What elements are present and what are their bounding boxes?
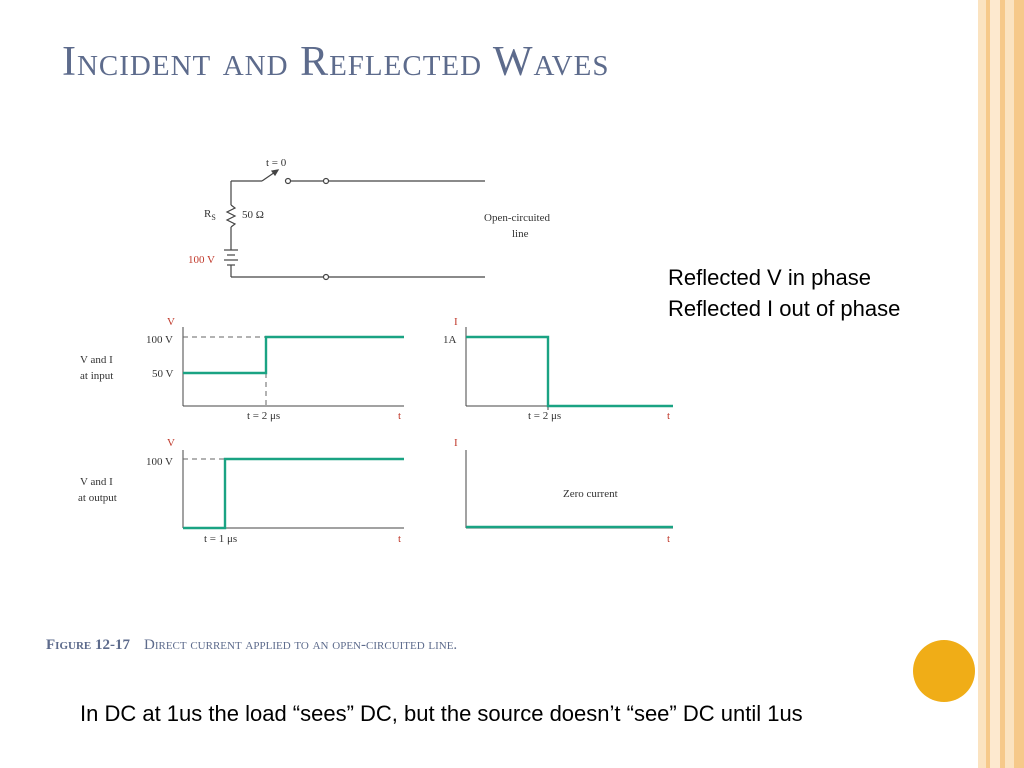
switch-arrow: [270, 169, 280, 177]
zero-current-label: Zero current: [563, 488, 618, 500]
line-label-2: line: [512, 228, 529, 240]
decor-stripe: [1014, 0, 1024, 768]
decor-stripe: [990, 0, 1000, 768]
decor-stripe: [1000, 0, 1005, 768]
circuit: [224, 169, 485, 281]
figure-number: Figure 12-17: [46, 637, 130, 653]
plot-v-input: [182, 327, 404, 407]
slide-title: Incident and Reflected Waves: [62, 39, 610, 85]
axis-label-v: V: [167, 316, 175, 328]
output-label-2: at output: [78, 492, 117, 504]
tick-100v: 100 V: [146, 334, 173, 346]
tick-1a: 1A: [443, 334, 457, 346]
note-reflected-i: Reflected I out of phase: [668, 296, 901, 321]
terminal-bottom: [322, 273, 330, 281]
axis-label-t: t: [667, 533, 670, 545]
input-label-1: V and I: [80, 354, 113, 366]
trace-v-output: [183, 457, 404, 530]
resistor: [225, 204, 237, 228]
switch-contact: [284, 177, 292, 185]
trace-v-input: [183, 335, 404, 375]
terminal-top: [322, 177, 330, 185]
decor-stripe: [978, 0, 986, 768]
trace-i-input: [466, 335, 673, 408]
axis-label-t: t: [398, 410, 401, 422]
axis-label-t: t: [667, 410, 670, 422]
decorative-circle: [913, 640, 975, 702]
tick-t1: t = 1 μs: [204, 533, 237, 545]
figure-caption-text: Direct current applied to an open-circui…: [143, 637, 458, 653]
source-label: 100 V: [188, 254, 215, 266]
axis-label-i: I: [454, 437, 458, 449]
switch-label: t = 0: [266, 157, 287, 169]
resistor-value: 50 Ω: [242, 209, 264, 221]
plot-v-output: [182, 450, 404, 530]
plot-i-output: [465, 450, 673, 529]
axis-label-v: V: [167, 437, 175, 449]
axis-label-i: I: [454, 316, 458, 328]
tick-t2: t = 2 μs: [528, 410, 561, 422]
tick-100v: 100 V: [146, 456, 173, 468]
plot-i-input: [465, 327, 673, 410]
decor-stripe: [986, 0, 990, 768]
tick-50v: 50 V: [152, 368, 174, 380]
tick-t2: t = 2 μs: [247, 410, 280, 422]
bottom-note: In DC at 1us the load “sees” DC, but the…: [80, 701, 803, 726]
input-label-2: at input: [80, 370, 113, 382]
resistor-label: RS: [204, 208, 216, 222]
output-label-1: V and I: [80, 476, 113, 488]
axis-label-t: t: [398, 533, 401, 545]
line-label-1: Open-circuited: [484, 212, 550, 224]
decor-stripe: [1005, 0, 1014, 768]
note-reflected-v: Reflected V in phase: [668, 265, 872, 290]
figure-caption: Figure 12-17 Direct current applied to an…: [46, 637, 457, 654]
